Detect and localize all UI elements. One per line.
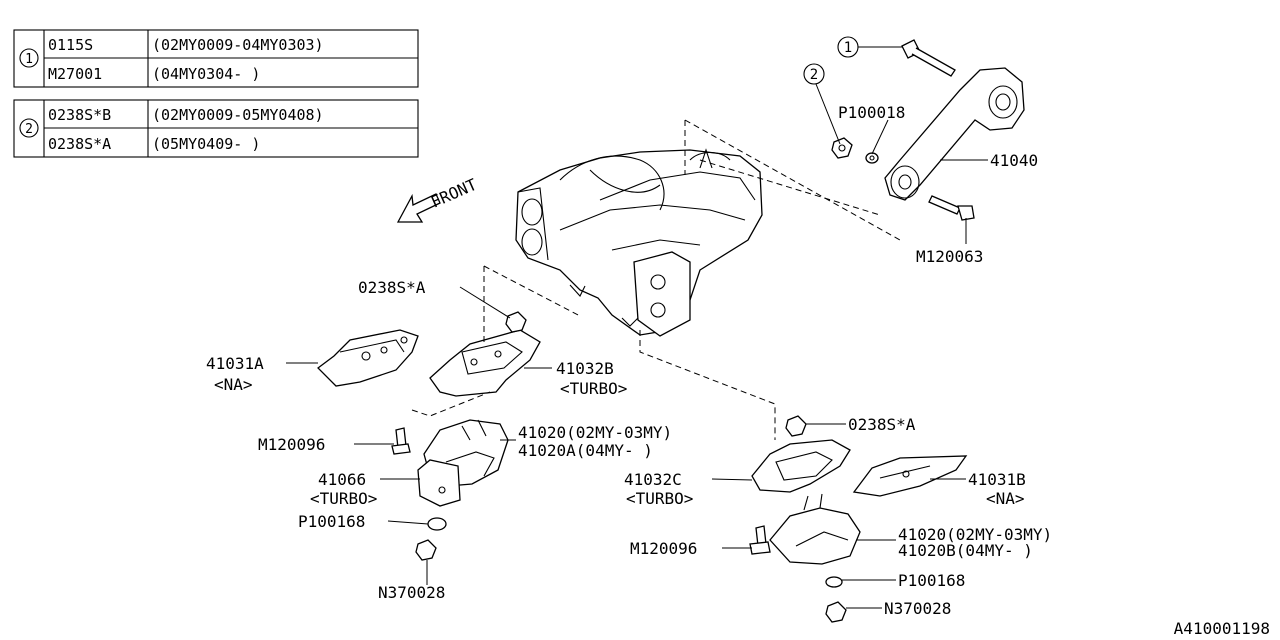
label-m120096-left: M120096 [258,435,325,454]
label-na-right: <NA> [986,489,1025,508]
washer-p100168-left [427,517,447,531]
legend-2-range-b: (05MY0409- ) [152,135,260,153]
legend-1-part-a: 0115S [48,36,93,54]
label-41020-left: 41020(02MY-03MY) [518,423,672,442]
callout-circle-1 [837,36,859,58]
legend-1-part-b: M27001 [48,65,102,83]
bracket-41032c [751,439,851,493]
callout-1: 1 [844,40,852,56]
label-41032c: 41032C [624,470,682,489]
label-n370028-right: N370028 [884,599,951,618]
legend-marker-1 [19,48,39,68]
legend-table-1: 1 0115S (02MY0009-04MY0303) M27001 (04MY… [13,29,419,88]
label-41020b: 41020B(04MY- ) [898,541,1033,560]
bolt-m120063 [928,195,975,221]
bracket-41032b [429,329,541,397]
nut-n370028-left [415,539,437,561]
bolt-m120096-right [749,525,771,555]
mount-41020-right [769,493,861,565]
legend-marker-2 [19,118,39,138]
label-turbo-66: <TURBO> [310,489,377,508]
label-na-left: <NA> [214,375,253,394]
front-arrow-icon [396,193,441,223]
legend-1-range-a: (02MY0009-04MY0303) [152,36,324,54]
legend-1-range-b: (04MY0304- ) [152,65,260,83]
label-41031b: 41031B [968,470,1026,489]
legend-2-part-b: 0238S*A [48,135,111,153]
pitching-stopper-41040 [884,67,1025,201]
nut-2 [831,137,853,159]
legend-2-part-a: 0238S*B [48,106,111,124]
label-41040: 41040 [990,151,1038,170]
callout-2: 2 [810,67,818,83]
label-41031a: 41031A [206,354,264,373]
legend-2-range-a: (02MY0009-05MY0408) [152,106,324,124]
label-41066: 41066 [318,470,366,489]
label-m120096-right: M120096 [630,539,697,558]
assembly-dashed-lines [411,119,901,440]
label-41020a: 41020A(04MY- ) [518,441,653,460]
front-label: FRONT [428,175,480,212]
washer-p100018 [865,152,879,164]
front-arrow: FRONT [396,175,480,223]
legend-marker-2-text: 2 [25,122,33,137]
label-p100168-left: P100168 [298,512,365,531]
label-0238s-a-top: 0238S*A [358,278,426,297]
bolt-1 [901,39,956,77]
label-p100168-right: P100168 [898,571,965,590]
label-41032b: 41032B [556,359,614,378]
nut-n370028-right [825,601,847,623]
legend-marker-1-text: 1 [25,52,33,67]
leader-lines [286,46,988,609]
label-turbo-b: <TURBO> [560,379,627,398]
label-m120063: M120063 [916,247,983,266]
washer-p100168-right [825,576,843,588]
nut-0238s-a-top [505,311,527,333]
label-turbo-c: <TURBO> [626,489,693,508]
engine-assembly [515,148,763,337]
bracket-41031a [317,329,419,387]
callout-circle-2 [803,63,825,85]
bracket-41066 [417,459,461,507]
nut-0238s-a-right [785,415,807,437]
label-n370028-left: N370028 [378,583,445,602]
label-0238s-a-right: 0238S*A [848,415,916,434]
label-p100018: P100018 [838,103,905,122]
diagram-id: A410001198 [1174,619,1270,638]
bracket-41031b [852,455,968,497]
bolt-m120096-left [391,427,411,455]
label-41020-right: 41020(02MY-03MY) [898,525,1052,544]
legend-table-2: 2 0238S*B (02MY0009-05MY0408) 0238S*A (0… [13,99,419,158]
